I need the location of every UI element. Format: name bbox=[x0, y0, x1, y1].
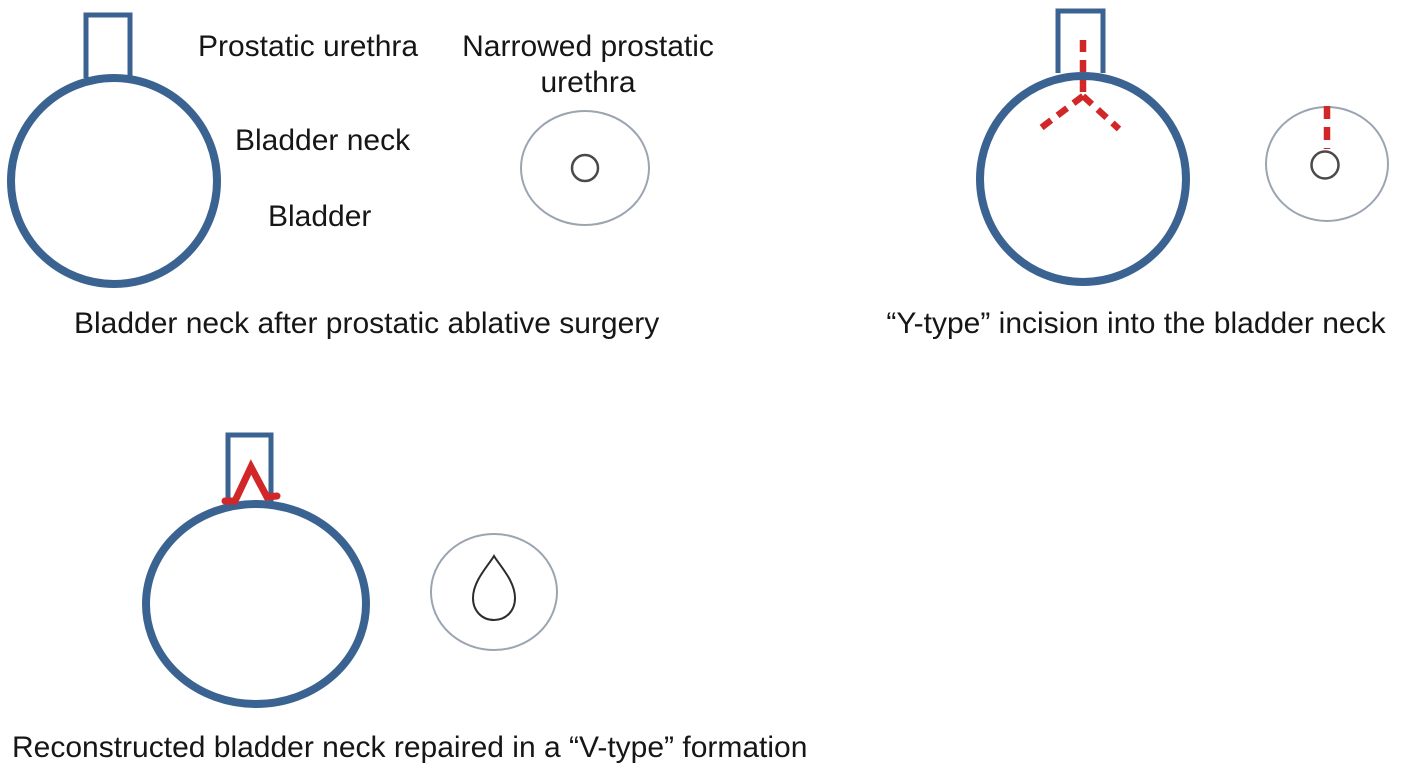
bladder-outline-shape bbox=[976, 72, 1190, 286]
v-repair-caption: Reconstructed bladder neck repaired in a… bbox=[12, 731, 808, 764]
narrowed-urethra-lumen bbox=[1310, 150, 1340, 180]
teardrop-lumen-shape bbox=[471, 554, 517, 622]
narrowed-prostatic-urethra-label: Narrowed prostatic urethra bbox=[462, 30, 714, 99]
pre-surgery-caption: Bladder neck after prostatic ablative su… bbox=[74, 307, 660, 340]
y-incision-left-arm-line bbox=[1035, 93, 1085, 134]
y-incision-right-arm-line bbox=[1080, 93, 1122, 132]
prostatic-urethra-label: Prostatic urethra bbox=[198, 30, 419, 63]
bladder-neck-cross-section bbox=[430, 533, 558, 651]
prostatic-urethra-shape bbox=[83, 12, 133, 78]
bladder-neck-label: Bladder neck bbox=[235, 124, 411, 157]
v-repair-figure bbox=[142, 432, 558, 708]
narrowed-urethra-lumen bbox=[570, 153, 600, 183]
bladder-neck-cross-section bbox=[520, 110, 650, 226]
pre-surgery-figure bbox=[7, 12, 650, 288]
bladder-neck-cross-section bbox=[1265, 106, 1389, 222]
v-repair-suture-shape bbox=[221, 459, 281, 505]
bladder-outline-shape bbox=[7, 74, 221, 288]
y-incision-figure bbox=[976, 8, 1389, 286]
bladder-label: Bladder bbox=[268, 200, 372, 233]
bladder-outline-shape bbox=[142, 500, 370, 708]
y-incision-caption: “Y-type” incision into the bladder neck bbox=[886, 307, 1386, 340]
prostatic-urethra-shape bbox=[1055, 8, 1106, 73]
prostatic-urethra-shape bbox=[225, 432, 274, 504]
